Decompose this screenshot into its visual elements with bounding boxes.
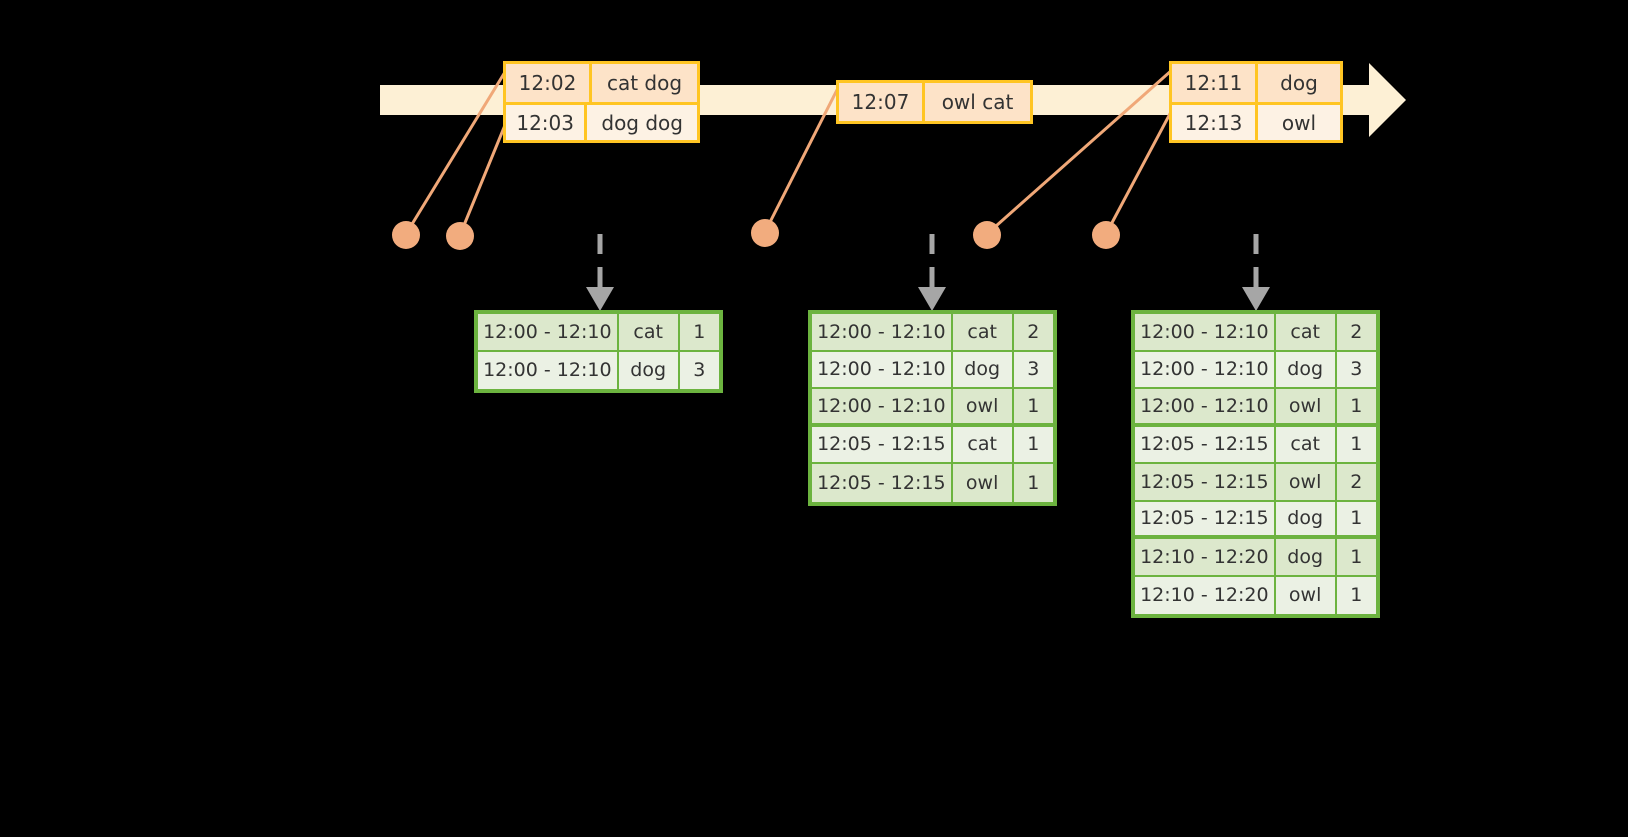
cell-count: 3 xyxy=(1027,358,1040,381)
emit-arrow-1-head xyxy=(586,287,614,311)
event-words: owl cat xyxy=(941,90,1014,114)
event-marker-4-dot xyxy=(973,221,1001,249)
event-time: 12:02 xyxy=(506,64,592,102)
cell-key: dog xyxy=(1276,539,1337,575)
connector-line-1 xyxy=(404,71,507,235)
cell-count: 2 xyxy=(1350,470,1363,493)
event-time: 12:13 xyxy=(1172,105,1258,140)
event-marker-5-dot xyxy=(1092,221,1120,249)
event-marker-2-dot xyxy=(446,222,474,250)
emit-arrow-3-head xyxy=(1242,287,1270,311)
event-marker-1-dot xyxy=(392,221,420,249)
event-words: dog dog xyxy=(601,110,683,135)
cell-key: cat xyxy=(619,314,680,350)
event-group-2[interactable]: 12:07 owl cat xyxy=(836,80,1033,124)
cell-count: 1 xyxy=(1350,433,1363,456)
event-group-3[interactable]: 12:11 dog 12:13 owl xyxy=(1169,61,1343,143)
cell-window: 12:00 - 12:10 xyxy=(812,351,953,387)
event-words: cat dog xyxy=(606,71,683,95)
event-row: 12:13 owl xyxy=(1172,102,1340,140)
event-words: owl xyxy=(1281,110,1317,135)
cell-window: 12:10 - 12:20 xyxy=(1135,576,1276,614)
cell-window: 12:00 - 12:10 xyxy=(1135,389,1276,423)
event-group-1[interactable]: 12:02 cat dog 12:03 dog dog xyxy=(503,61,700,143)
connector-line-3 xyxy=(763,83,842,233)
cell-count: 1 xyxy=(1350,584,1363,607)
cell-key: owl xyxy=(953,464,1014,502)
cell-key: dog xyxy=(1276,351,1337,387)
cell-window: 12:00 - 12:10 xyxy=(1135,314,1276,350)
emit-arrow-heads xyxy=(586,287,1270,311)
event-words: dog xyxy=(1280,71,1318,95)
cell-key: owl xyxy=(953,389,1014,423)
cell-window: 12:00 - 12:10 xyxy=(812,314,953,350)
event-row: 12:03 dog dog xyxy=(506,102,697,140)
cell-window: 12:10 - 12:20 xyxy=(1135,539,1276,575)
event-time: 12:11 xyxy=(1172,64,1258,102)
event-row: 12:11 dog xyxy=(1172,64,1340,102)
cell-key: cat xyxy=(1276,314,1337,350)
cell-count: 1 xyxy=(1027,394,1040,417)
cell-key: cat xyxy=(953,426,1014,462)
cell-window: 12:00 - 12:10 xyxy=(478,314,619,350)
cell-key: owl xyxy=(1276,389,1337,423)
event-row: 12:02 cat dog xyxy=(506,64,697,102)
cell-count: 1 xyxy=(1027,433,1040,456)
event-marker-3-dot xyxy=(751,219,779,247)
cell-window: 12:00 - 12:10 xyxy=(1135,351,1276,387)
cell-count: 2 xyxy=(1027,320,1040,343)
cell-window: 12:05 - 12:15 xyxy=(812,464,953,502)
cell-window: 12:05 - 12:15 xyxy=(1135,426,1276,462)
emit-arrow-2-head xyxy=(918,287,946,311)
cell-window: 12:00 - 12:10 xyxy=(812,389,953,423)
cell-count: 1 xyxy=(1350,545,1363,568)
connector-line-4 xyxy=(986,68,1173,236)
cell-count: 3 xyxy=(1350,358,1363,381)
cell-count: 1 xyxy=(1350,394,1363,417)
event-dots xyxy=(392,219,1120,250)
cell-key: cat xyxy=(953,314,1014,350)
cell-key: dog xyxy=(1276,501,1337,535)
cell-count: 3 xyxy=(693,359,706,382)
cell-window: 12:05 - 12:15 xyxy=(1135,464,1276,500)
cell-key: owl xyxy=(1276,464,1337,500)
cell-count: 1 xyxy=(1350,507,1363,530)
cell-window: 12:05 - 12:15 xyxy=(812,426,953,462)
event-row: 12:07 owl cat xyxy=(839,83,1030,121)
cell-count: 2 xyxy=(1350,320,1363,343)
cell-count: 1 xyxy=(1027,471,1040,494)
event-time: 12:03 xyxy=(506,105,588,140)
event-time: 12:07 xyxy=(839,83,925,121)
cell-window: 12:00 - 12:10 xyxy=(478,351,619,389)
cell-key: owl xyxy=(1276,576,1337,614)
cell-key: cat xyxy=(1276,426,1337,462)
cell-key: dog xyxy=(953,351,1014,387)
connector-line-5 xyxy=(1104,109,1174,235)
cell-count: 1 xyxy=(693,320,706,343)
cell-key: dog xyxy=(619,351,680,389)
emit-arrows xyxy=(597,234,1259,288)
cell-window: 12:05 - 12:15 xyxy=(1135,501,1276,535)
